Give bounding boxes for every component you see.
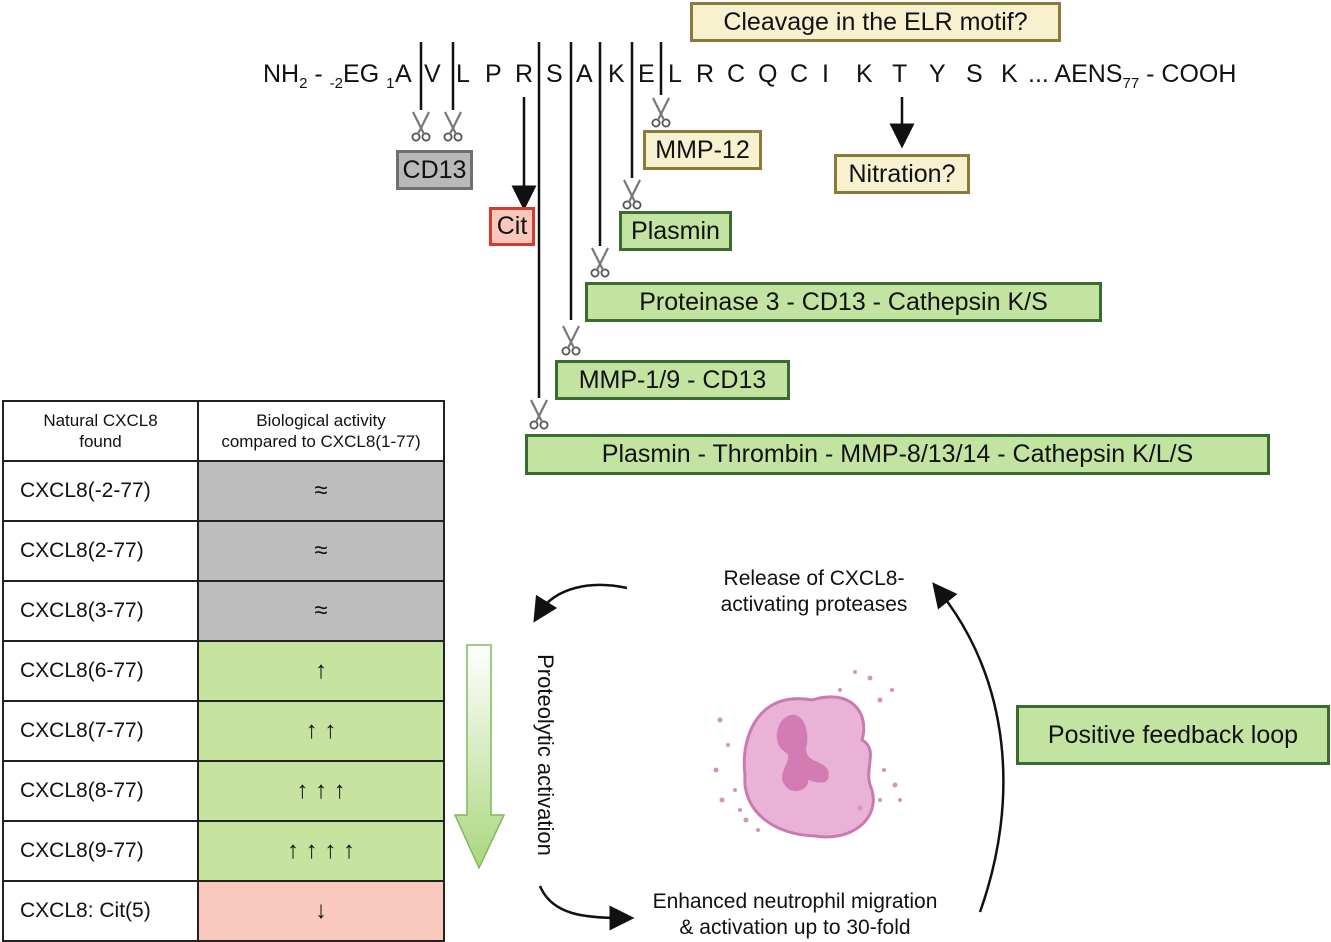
proteinase3-box: Proteinase 3 - CD13 - Cathepsin K/S	[585, 282, 1102, 322]
variant-name: CXCL8(2-77)	[2, 520, 199, 582]
gradient-arrow-icon	[453, 644, 506, 870]
scissors-icon	[561, 324, 581, 356]
activity-value: ≈	[197, 460, 445, 522]
scissors-icon	[411, 110, 431, 142]
sequence: NH2 - -2EG 1	[263, 60, 394, 94]
residue: K	[856, 60, 873, 88]
residue: T	[892, 60, 908, 88]
residue: A	[576, 60, 593, 88]
residue: Y	[929, 60, 946, 88]
enhanced-caption: Enhanced neutrophil migration & activati…	[652, 890, 938, 939]
scissors-icon	[443, 110, 463, 142]
neutrophil-cell-icon	[713, 670, 902, 839]
residue: S	[966, 60, 983, 88]
table-row: CXCL8(-2-77)≈	[2, 460, 445, 522]
residue: L	[456, 60, 470, 88]
residue: Q	[758, 60, 778, 88]
scissors-icon	[622, 178, 642, 210]
variant-name: CXCL8(3-77)	[2, 580, 199, 642]
proteolytic-activation-label: Proteolytic activation	[533, 654, 558, 856]
table-row: CXCL8(9-77)↑ ↑ ↑ ↑	[2, 820, 445, 882]
mmp12-box: MMP-12	[643, 130, 762, 170]
residue: P	[485, 60, 502, 88]
residue: A	[395, 60, 412, 88]
residue: V	[424, 60, 441, 88]
residue: K	[608, 60, 625, 88]
mmp19-box: MMP-1/9 - CD13	[555, 360, 790, 400]
activity-value: ↑ ↑	[197, 700, 445, 762]
loop-arrow-top	[533, 583, 628, 623]
table-row: CXCL8(2-77)≈	[2, 520, 445, 582]
nh2-terminus: NH2 - -2EG 1	[263, 60, 395, 92]
cooh-terminus: ... AENS77 - COOH	[1028, 60, 1237, 92]
table-row: CXCL8: Cit(5)↓	[2, 880, 445, 942]
table-row: CXCL8(7-77)↑ ↑	[2, 700, 445, 762]
table-row: CXCL8(8-77)↑ ↑ ↑	[2, 760, 445, 822]
table-header-natural: Natural CXCL8 found	[2, 400, 199, 462]
table-row: CXCL8(6-77)↑	[2, 640, 445, 702]
cd13-box: CD13	[396, 150, 473, 190]
scissors-icon	[590, 246, 610, 278]
plasmin-thrombin-box: Plasmin - Thrombin - MMP-8/13/14 - Cathe…	[525, 434, 1270, 475]
table-row: CXCL8(3-77)≈	[2, 580, 445, 642]
variant-name: CXCL8(8-77)	[2, 760, 199, 822]
variant-name: CXCL8(-2-77)	[2, 460, 199, 522]
positive-feedback-box: Positive feedback loop	[1016, 705, 1330, 765]
residue: R	[515, 60, 534, 88]
cleavage-lines	[419, 42, 663, 398]
activity-value: ≈	[197, 520, 445, 582]
residue: E	[638, 60, 655, 88]
scissors-icon	[529, 398, 549, 430]
activity-value: ↓	[197, 880, 445, 942]
residue: K	[1001, 60, 1018, 88]
residue: C	[790, 60, 809, 88]
nitration-box: Nitration?	[834, 154, 970, 194]
residue: R	[696, 60, 715, 88]
cit-box: Cit	[489, 207, 535, 246]
activity-table: Natural CXCL8 found Biological activity …	[2, 400, 445, 942]
table-header-activity: Biological activity compared to CXCL8(1-…	[197, 400, 445, 462]
residue: S	[546, 60, 563, 88]
variant-name: CXCL8(6-77)	[2, 640, 199, 702]
residue: L	[668, 60, 682, 88]
activity-value: ↑ ↑ ↑	[197, 760, 445, 822]
residue: C	[727, 60, 746, 88]
variant-name: CXCL8(7-77)	[2, 700, 199, 762]
variant-name: CXCL8: Cit(5)	[2, 880, 199, 942]
activity-value: ↑ ↑ ↑ ↑	[197, 820, 445, 882]
residue: I	[822, 60, 829, 88]
scissors-icon	[651, 96, 671, 128]
release-caption: Release of CXCL8- activating proteases	[720, 567, 908, 616]
loop-arrow-bottom	[538, 885, 635, 931]
elr-cleavage-box: Cleavage in the ELR motif?	[690, 2, 1061, 42]
variant-name: CXCL8(9-77)	[2, 820, 199, 882]
plasmin-box: Plasmin	[619, 211, 732, 251]
activity-value: ↑	[197, 640, 445, 702]
loop-arrow-right	[932, 582, 1005, 913]
activity-value: ≈	[197, 580, 445, 642]
